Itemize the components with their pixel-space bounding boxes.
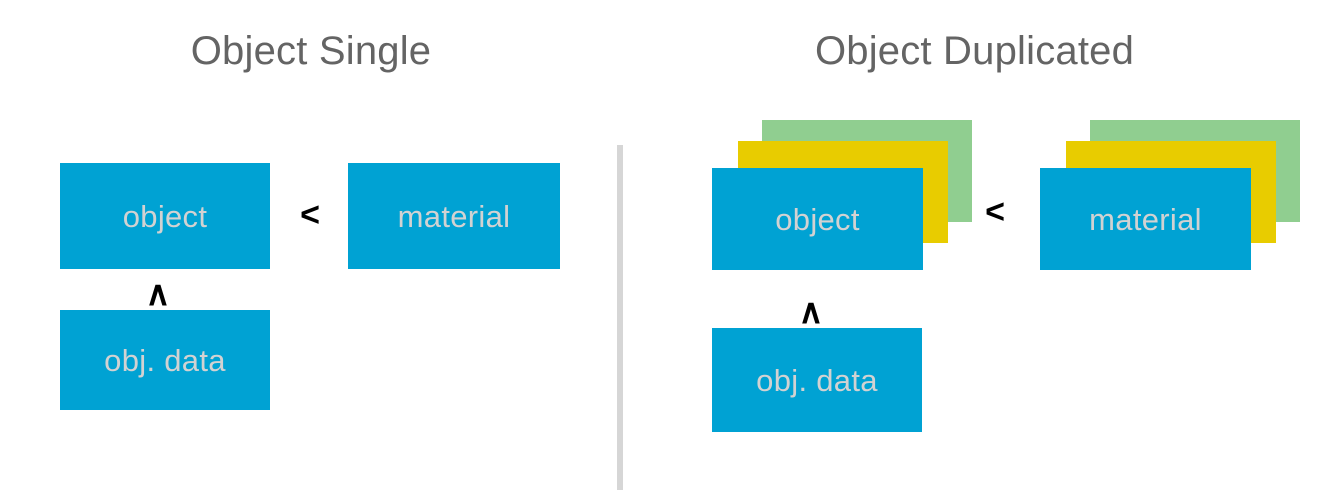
node-material-duplicated-stack[interactable]: material [1040, 120, 1300, 270]
panel-divider [617, 145, 623, 490]
panel-title-object-single: Object Single [190, 29, 432, 73]
node-obj-data-duplicated[interactable]: obj. data [712, 328, 922, 432]
node-obj-data-single[interactable]: obj. data [60, 310, 270, 410]
node-object-single[interactable]: object [60, 163, 270, 269]
node-object-duplicated-stack[interactable]: object [712, 120, 972, 270]
node-material-duplicated[interactable]: material [1040, 168, 1251, 270]
relation-less-than-icon-right: < [985, 193, 1005, 231]
link-caret-icon-right: ∧ [798, 293, 824, 331]
link-caret-icon-left: ∧ [145, 275, 171, 313]
relation-less-than-icon-left: < [300, 196, 320, 234]
node-object-duplicated[interactable]: object [712, 168, 923, 270]
node-material-single[interactable]: material [348, 163, 560, 269]
panel-title-object-duplicated: Object Duplicated [814, 29, 1135, 73]
